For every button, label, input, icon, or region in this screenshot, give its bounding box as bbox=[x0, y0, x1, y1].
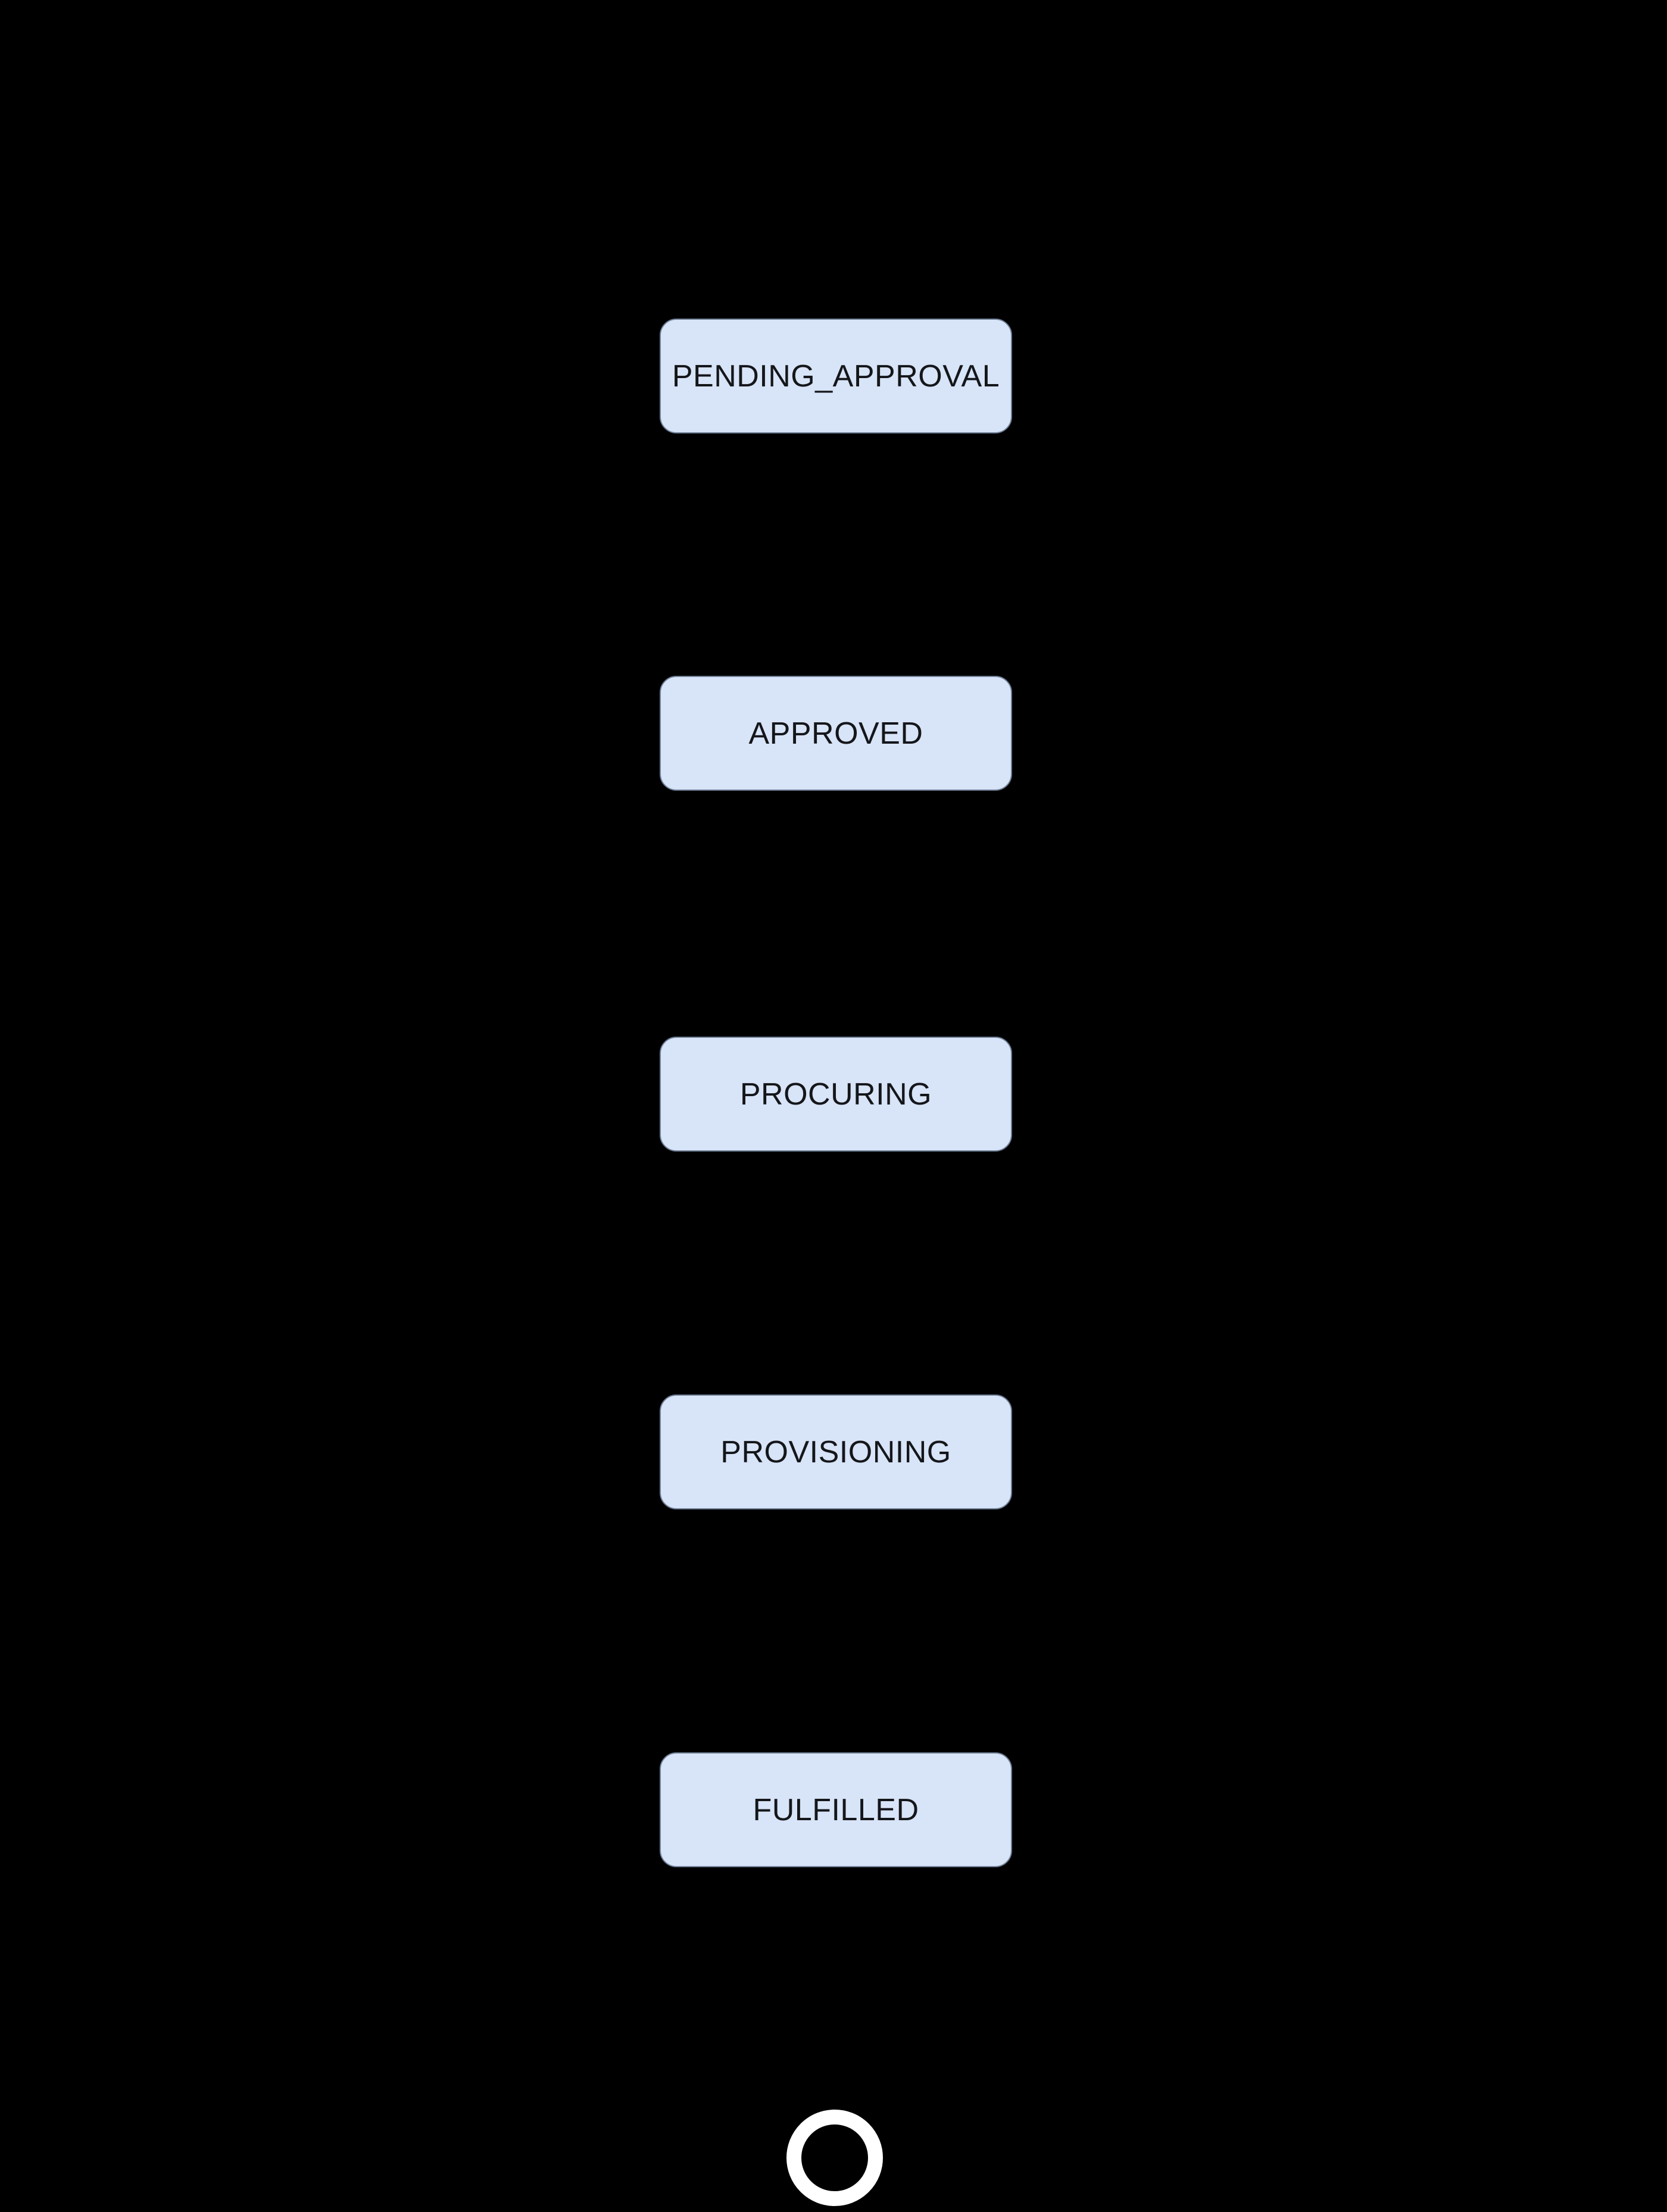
state-node-approved: APPROVED bbox=[660, 676, 1012, 791]
state-node-fulfilled: FULFILLED bbox=[660, 1752, 1012, 1867]
state-label-procuring: PROCURING bbox=[739, 1077, 932, 1112]
state-label-pending-approval: PENDING_APPROVAL bbox=[672, 358, 1000, 394]
state-label-fulfilled: FULFILLED bbox=[753, 1792, 919, 1827]
state-node-procuring: PROCURING bbox=[660, 1037, 1012, 1152]
state-node-pending-approval: PENDING_APPROVAL bbox=[660, 319, 1012, 433]
state-label-approved: APPROVED bbox=[748, 716, 923, 751]
state-label-provisioning: PROVISIONING bbox=[720, 1434, 951, 1470]
state-node-provisioning: PROVISIONING bbox=[660, 1394, 1012, 1509]
final-state-ring-icon bbox=[786, 2110, 883, 2206]
